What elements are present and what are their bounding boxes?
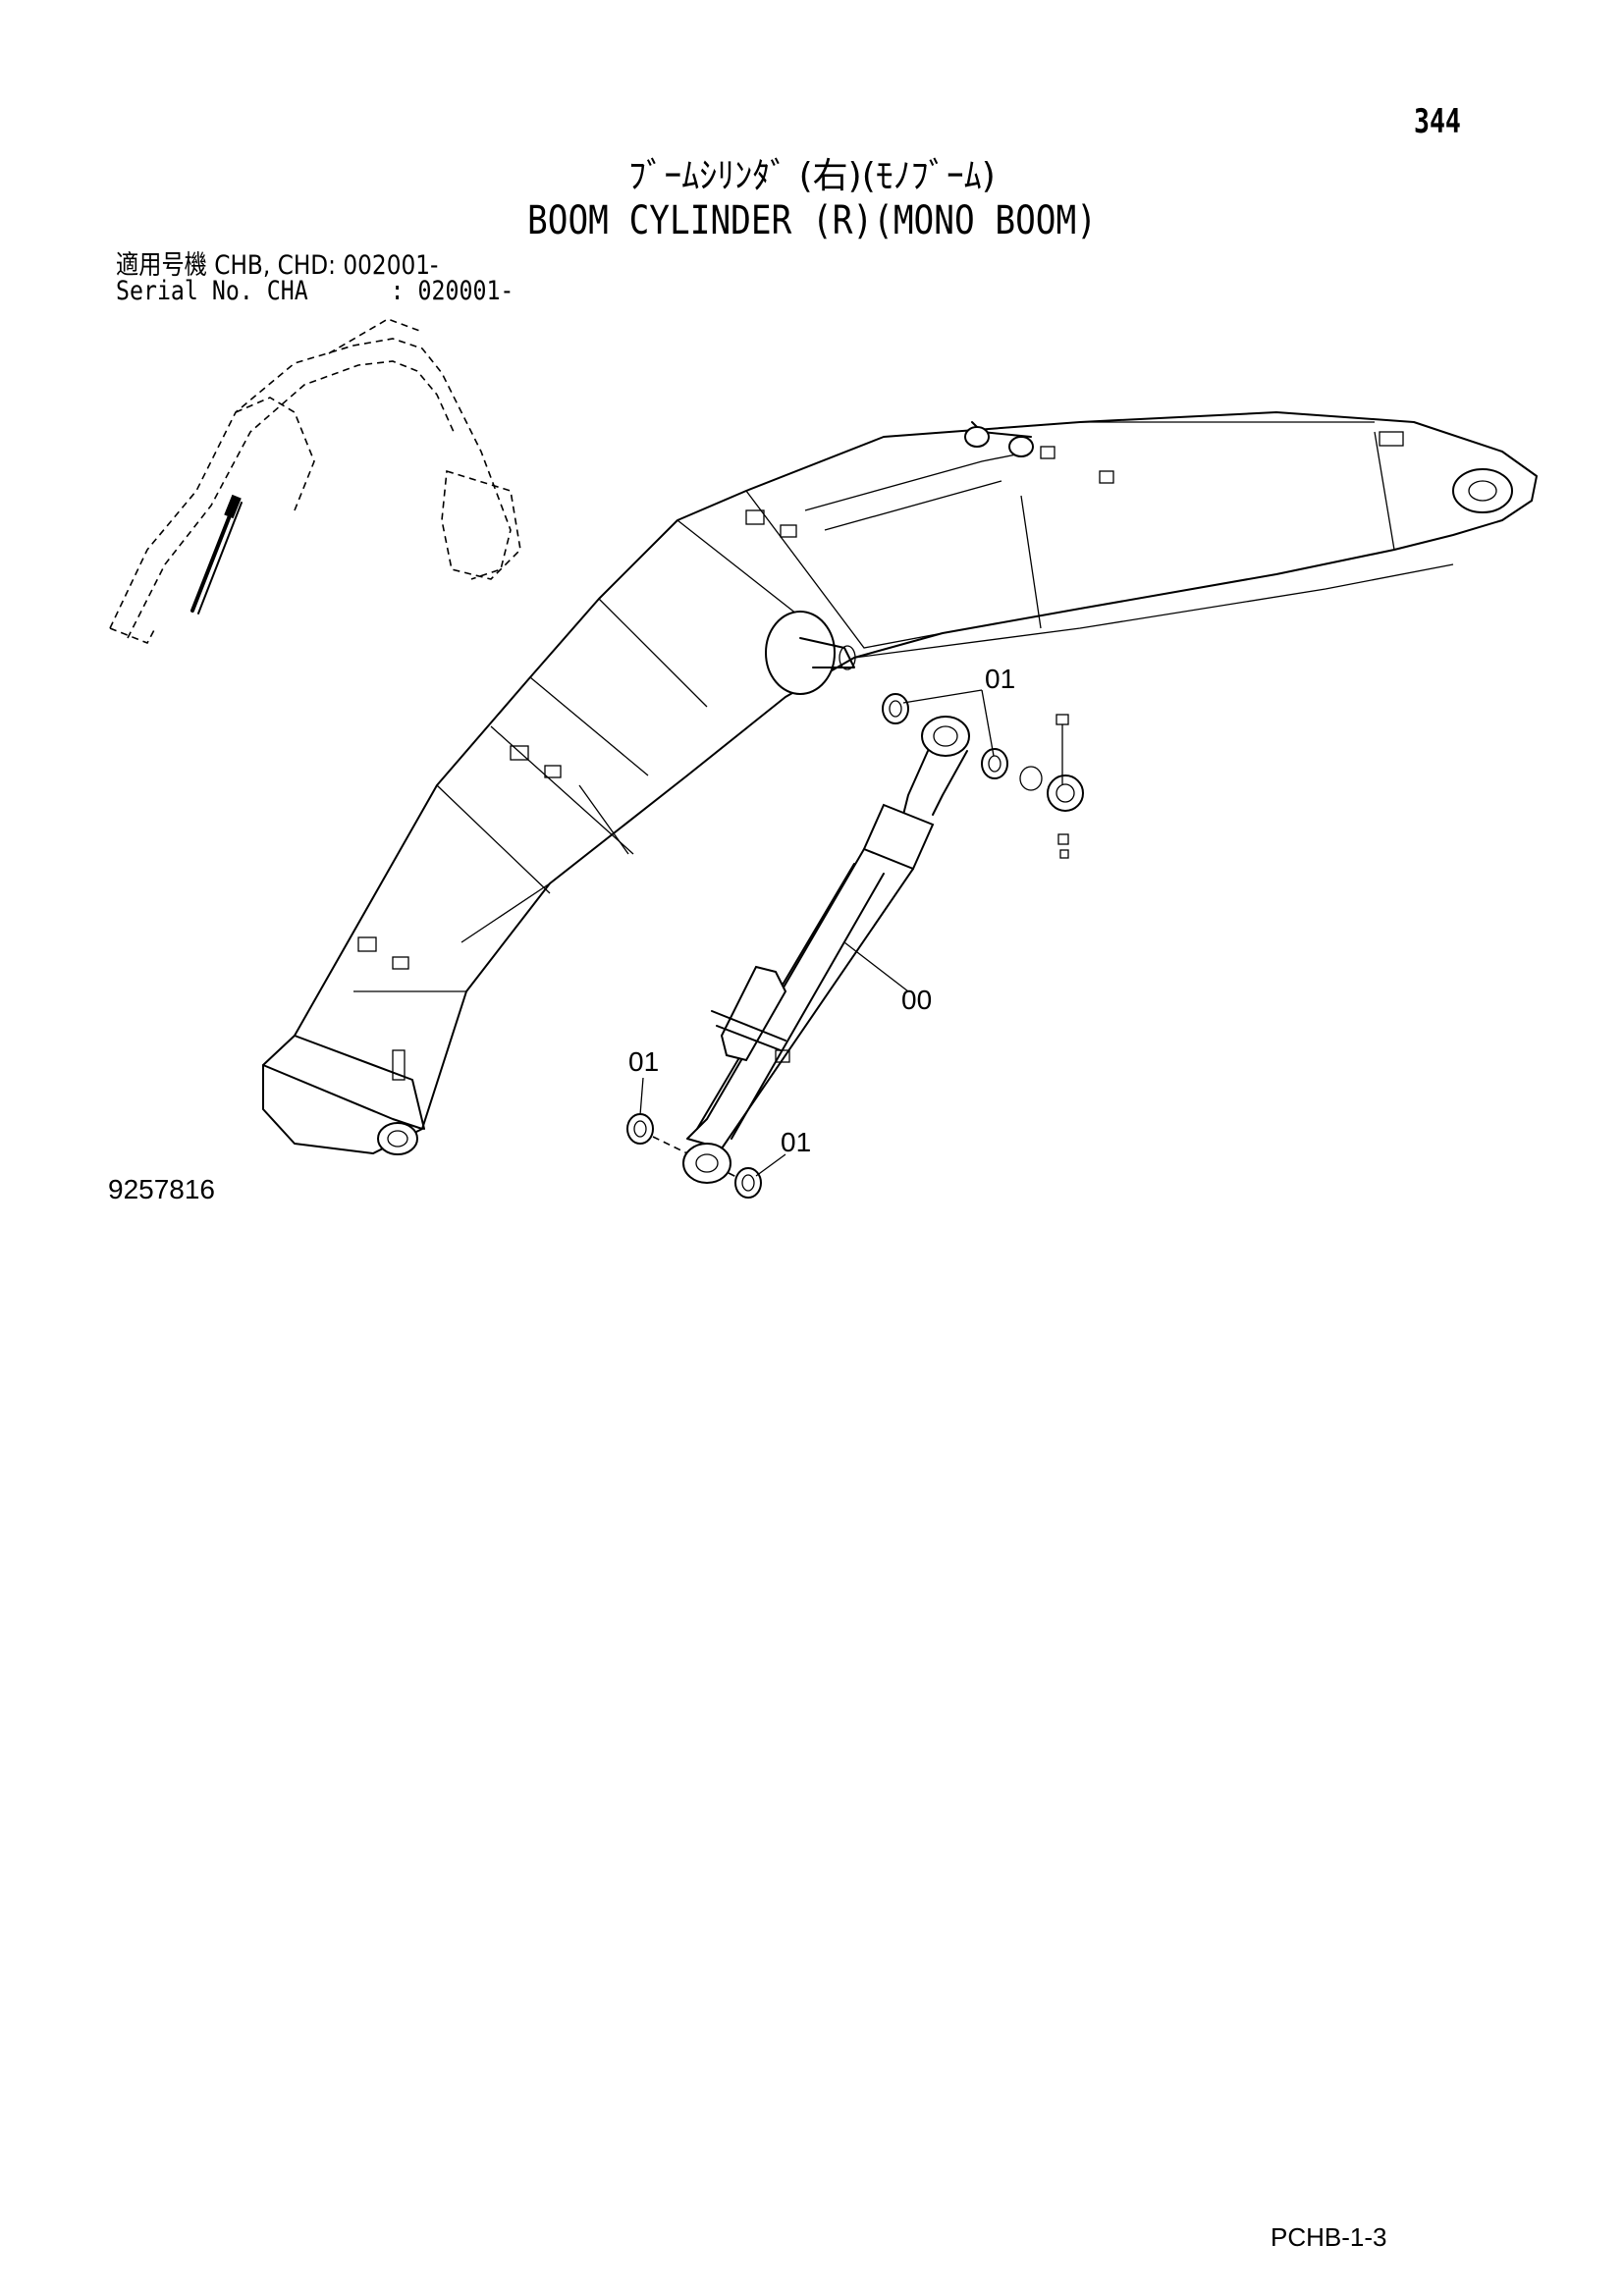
locator-excavator-illustration	[109, 318, 521, 645]
document-code: PCHB-1-3	[1271, 2222, 1387, 2252]
page-number: 344	[1414, 102, 1461, 141]
drawing-number: 9257816	[108, 1174, 216, 1204]
title-japanese: ﾌﾞｰﾑｼﾘﾝﾀﾞ (右)(ﾓﾉﾌﾞｰﾑ)	[628, 156, 996, 196]
boom-cylinder-drawing	[682, 716, 970, 1184]
callout-leaders	[639, 689, 995, 1177]
page-title: BOOM CYLINDER (R)(MONO BOOM)	[527, 198, 1097, 243]
callout-top-bushings: 01	[985, 664, 1016, 694]
hardware-drawing	[626, 693, 1084, 1199]
boom-drawing	[262, 411, 1538, 1155]
applicability-line-1: 適用号機 CHB, CHD: 002001-	[116, 250, 439, 281]
callout-bottom-right-bushing: 01	[781, 1127, 812, 1157]
callout-cylinder: 00	[901, 985, 933, 1015]
callout-bottom-left-bushing: 01	[628, 1046, 660, 1077]
applicability-line-2: Serial No. CHA : 020001-	[116, 276, 514, 306]
